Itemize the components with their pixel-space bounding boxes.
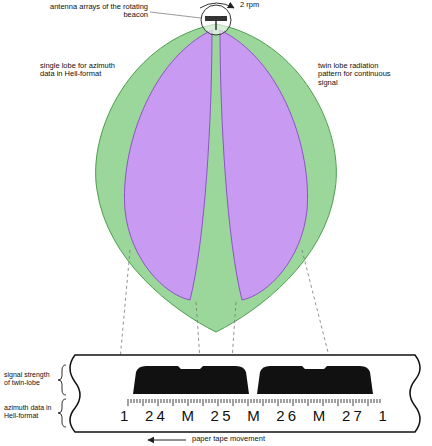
brace — [58, 365, 66, 395]
rotation-label: 2 rpm — [240, 1, 280, 9]
rotation-arrow — [200, 3, 234, 8]
beacon-circle — [201, 5, 231, 35]
twin-lobe-right — [220, 30, 308, 300]
tape-row-label: signal strength of twin-lobe — [4, 371, 56, 386]
paper-tape — [70, 355, 420, 432]
lobe-label: single lobe for azimuth data in Hell-for… — [40, 62, 120, 79]
beacon-label: antenna arrays of the rotating beacon — [48, 3, 148, 20]
movement-label: paper tape movement — [192, 435, 292, 443]
signal-bar — [257, 366, 373, 394]
brace — [58, 399, 66, 427]
leader-line — [150, 12, 201, 18]
lobe-label: twin lobe radiation pattern for continuo… — [318, 62, 402, 87]
antenna-array — [205, 16, 227, 21]
signal-bar — [133, 366, 249, 394]
tick-marks — [128, 399, 380, 406]
antenna-mast — [215, 21, 217, 30]
azimuth-characters: 1 24 M 25 M 26 M 27 1 — [120, 408, 390, 425]
movement-arrow — [148, 440, 186, 441]
twin-lobe-left — [124, 30, 212, 300]
projection-lines — [120, 250, 330, 360]
tape-row-label: azimuth data in Hell-format — [4, 404, 56, 419]
single-lobe — [96, 24, 337, 332]
